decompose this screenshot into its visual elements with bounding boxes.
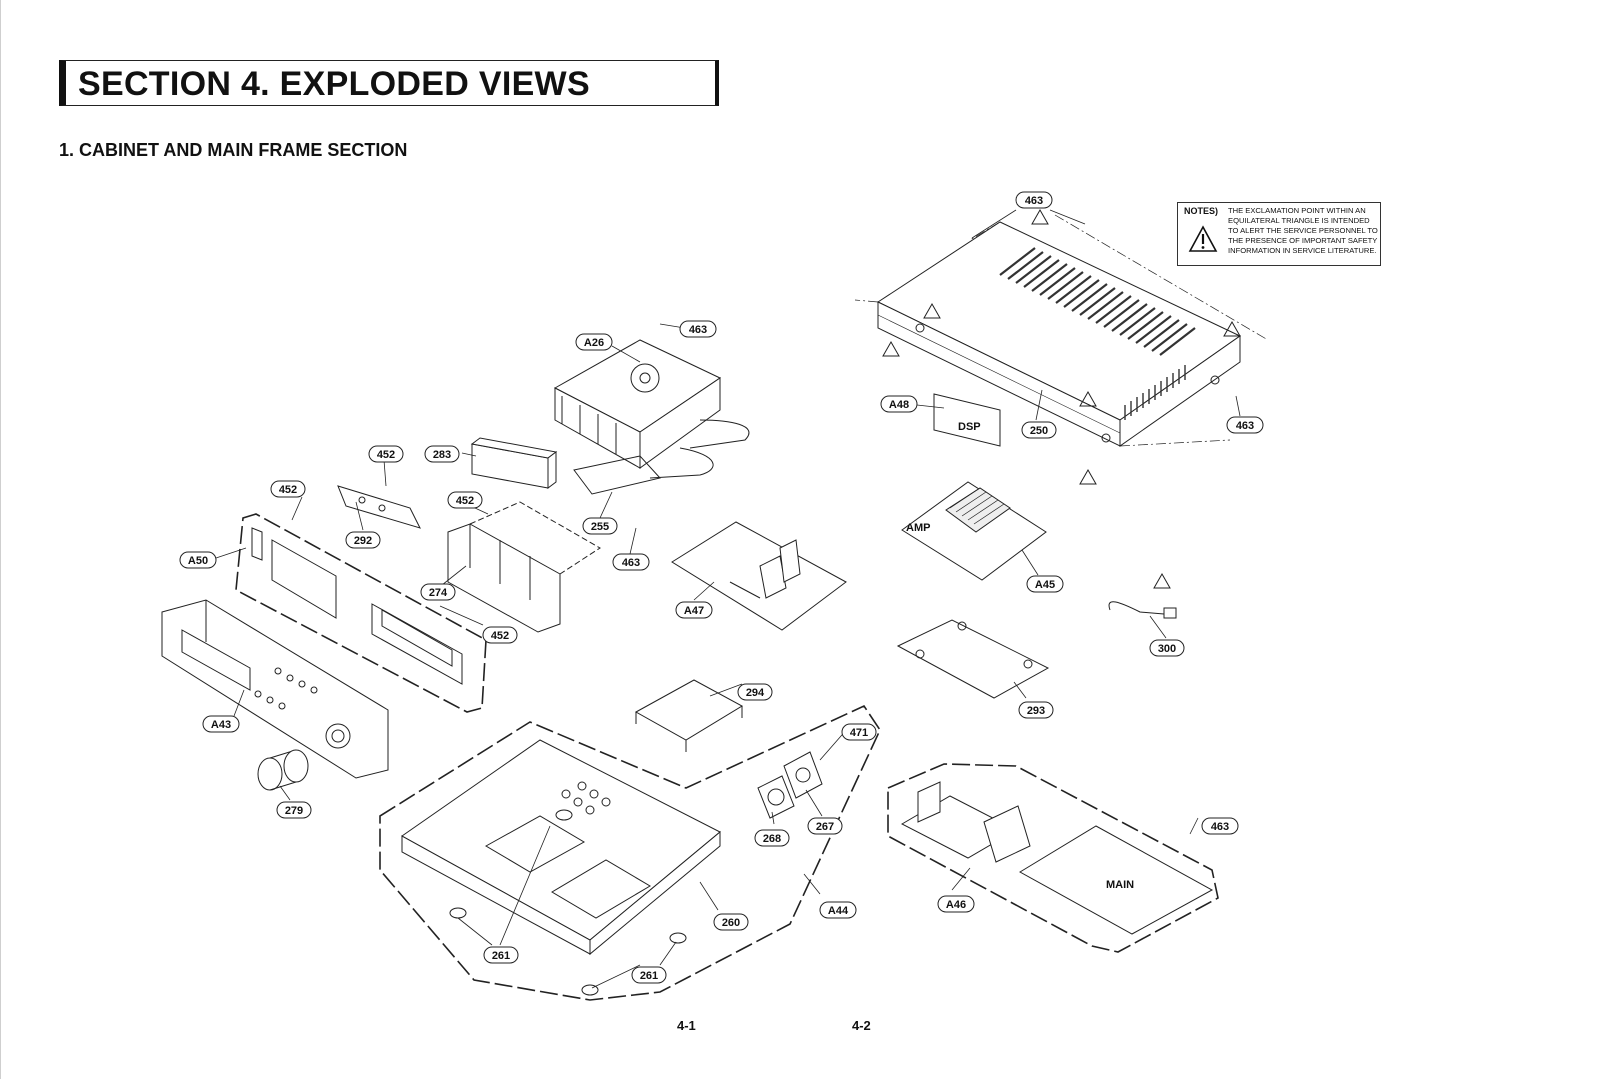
notes-heading: NOTES) [1184, 206, 1219, 216]
chassis-group-A44 [379, 704, 881, 1001]
svg-text:A44: A44 [828, 905, 849, 917]
cd-mechanism-part-A26 [553, 339, 750, 479]
callout-471: 471 [841, 723, 877, 741]
bracket-part-292 [337, 485, 421, 529]
top-cover-part-250 [876, 221, 1241, 447]
page-number-left: 4-1 [677, 1018, 696, 1033]
board-part-A47 [671, 521, 847, 631]
svg-text:463: 463 [1236, 420, 1254, 432]
callout-452-b: 452 [270, 480, 306, 498]
svg-text:A47: A47 [684, 605, 704, 617]
callout-A44: A44 [819, 901, 857, 919]
callout-A26: A26 [575, 333, 613, 351]
front-panel-part-A43 [161, 599, 389, 779]
svg-text:292: 292 [354, 535, 372, 547]
svg-text:452: 452 [491, 630, 509, 642]
bracket-part-255 [573, 455, 661, 495]
svg-text:300: 300 [1158, 643, 1176, 655]
callout-452-a: 452 [368, 445, 404, 463]
power-cord-part-300 [1108, 601, 1165, 615]
svg-text:294: 294 [746, 687, 765, 699]
main-board-group-A46 [887, 763, 1219, 953]
callout-261-a: 261 [483, 946, 519, 964]
svg-text:261: 261 [492, 950, 510, 962]
callout-267: 267 [807, 817, 843, 835]
svg-text:255: 255 [591, 521, 609, 533]
svg-text:A26: A26 [584, 337, 604, 349]
frame-part-274 [447, 501, 601, 633]
svg-text:261: 261 [640, 970, 658, 982]
callout-300: 300 [1149, 639, 1185, 657]
svg-text:A50: A50 [188, 555, 208, 567]
callout-463-cd: 463 [679, 320, 717, 338]
svg-text:274: 274 [429, 587, 448, 599]
svg-text:471: 471 [850, 727, 868, 739]
svg-text:293: 293 [1027, 705, 1045, 717]
svg-text:267: 267 [816, 821, 834, 833]
section-title: SECTION 4. EXPLODED VIEWS [78, 65, 590, 103]
board-label-amp: AMP [906, 522, 930, 534]
svg-text:260: 260 [722, 917, 740, 929]
callout-463-top-cover: 463 [1015, 191, 1053, 209]
callout-A45: A45 [1026, 575, 1064, 593]
callout-274: 274 [420, 583, 456, 601]
callout-A43: A43 [202, 715, 240, 733]
callout-452-d: 452 [482, 626, 518, 644]
callout-293: 293 [1018, 701, 1054, 719]
section-subtitle: 1. CABINET AND MAIN FRAME SECTION [59, 140, 408, 160]
chassis-holes [561, 781, 611, 815]
board-label-dsp: DSP [958, 421, 981, 433]
callout-279: 279 [276, 801, 312, 819]
callout-463-main: 463 [1201, 817, 1239, 835]
callout-283: 283 [424, 445, 460, 463]
svg-text:463: 463 [689, 324, 707, 336]
notes-text: THE EXCLAMATION POINT WITHIN AN EQUILATE… [1228, 206, 1378, 255]
svg-text:463: 463 [1025, 195, 1043, 207]
front-board-group-A50 [235, 513, 487, 713]
holder-part-294 [634, 679, 744, 752]
bracket-part-293 [896, 619, 1050, 699]
callout-255: 255 [582, 517, 618, 535]
callout-A46: A46 [937, 895, 975, 913]
svg-text:A46: A46 [946, 899, 966, 911]
section-title-box: SECTION 4. EXPLODED VIEWS [59, 60, 719, 106]
callout-294: 294 [737, 683, 773, 701]
amp-board-part-A45 [901, 481, 1047, 581]
notes-box: NOTES) THE EXCLAMATION POINT WITHIN AN E… [1177, 202, 1381, 266]
knob-part-279 [257, 749, 309, 791]
svg-text:452: 452 [377, 449, 395, 461]
dsp-board-A48 [933, 393, 1001, 447]
fan-part-268 [757, 775, 795, 819]
callout-250: 250 [1021, 421, 1057, 439]
callout-463-bracket: 463 [612, 553, 650, 571]
callout-292: 292 [345, 531, 381, 549]
callout-463-cabinet: 463 [1226, 416, 1264, 434]
warning-triangle-icons [882, 208, 1241, 589]
callout-A47: A47 [675, 601, 713, 619]
svg-text:452: 452 [456, 495, 474, 507]
svg-text:279: 279 [285, 805, 303, 817]
callout-A50: A50 [179, 551, 217, 569]
svg-text:463: 463 [622, 557, 640, 569]
callout-268: 268 [754, 829, 790, 847]
svg-text:283: 283 [433, 449, 451, 461]
svg-text:A45: A45 [1035, 579, 1055, 591]
page-number-right: 4-2 [852, 1018, 871, 1033]
svg-text:463: 463 [1211, 821, 1229, 833]
callout-A48: A48 [880, 395, 918, 413]
page-left-edge [0, 0, 1, 1079]
svg-text:A48: A48 [889, 399, 909, 411]
svg-text:452: 452 [279, 484, 297, 496]
callout-260: 260 [713, 913, 749, 931]
svg-text:250: 250 [1030, 425, 1048, 437]
fan-bracket-part-267 [783, 751, 823, 799]
block-part-283 [470, 437, 558, 489]
callout-452-c: 452 [447, 491, 483, 509]
warning-triangle-icon [1188, 225, 1218, 252]
svg-text:268: 268 [763, 833, 781, 845]
board-label-main: MAIN [1106, 879, 1134, 891]
svg-text:A43: A43 [211, 719, 231, 731]
callout-261-b: 261 [631, 966, 667, 984]
